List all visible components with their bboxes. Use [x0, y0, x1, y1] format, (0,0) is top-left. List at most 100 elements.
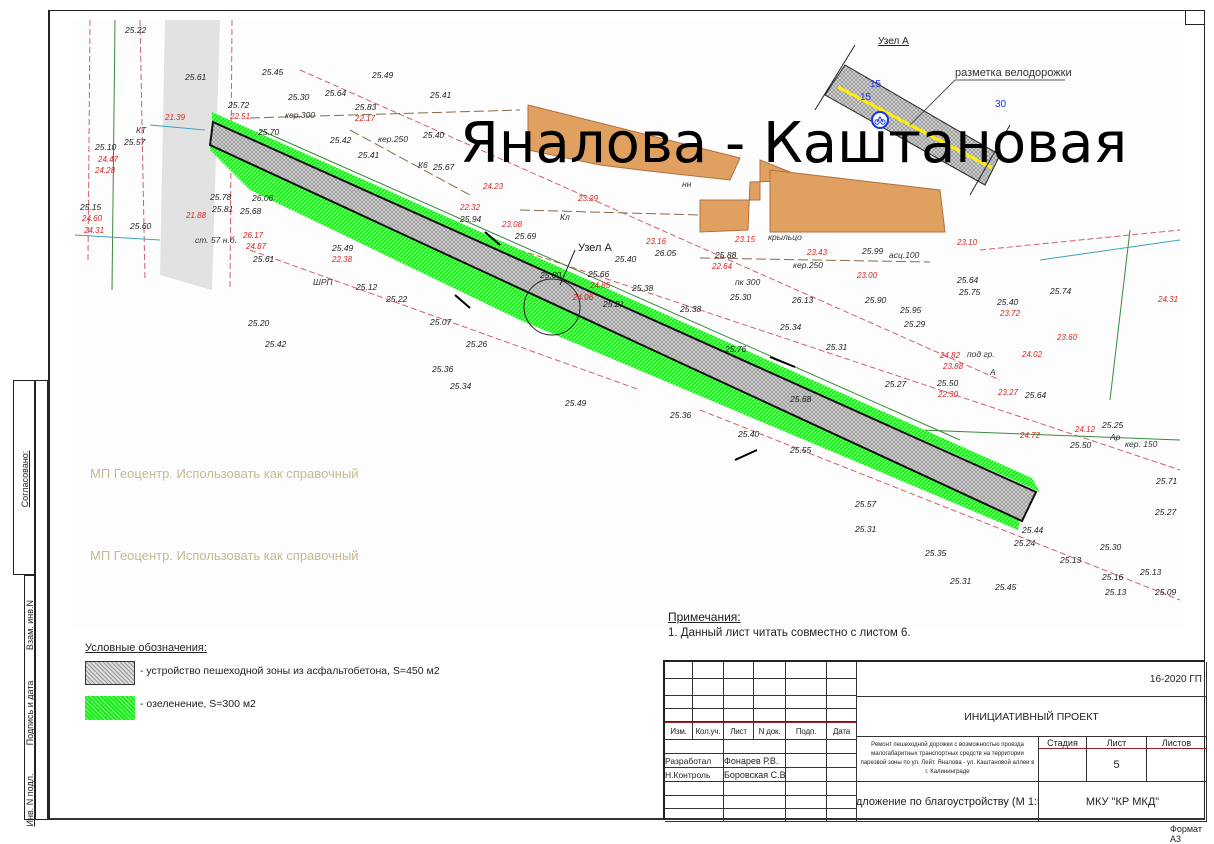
elevation-label: 25.60	[129, 221, 152, 231]
signature-cell	[724, 782, 786, 796]
revision-cell	[827, 662, 857, 679]
signature-cell	[724, 796, 786, 809]
overlay-title: Яналова - Каштановая	[460, 111, 1128, 176]
signature-cell	[665, 782, 724, 796]
elevation-label: 25.31	[825, 342, 848, 352]
elevation-label: 25.50	[936, 378, 959, 388]
node-a-marker	[523, 278, 581, 336]
name-norm-control: Боровская С.В.	[724, 768, 786, 782]
signature-cell	[665, 796, 724, 809]
elevation-label: 26.06	[251, 193, 274, 203]
design-elevation-label: 23.29	[577, 194, 599, 203]
revision-cell	[827, 709, 857, 722]
elevation-label: 25.16	[1101, 572, 1124, 582]
drawing-frame	[48, 10, 1205, 820]
design-elevation-label: 23.72	[999, 309, 1021, 318]
design-elevation-label: 24.28	[94, 166, 116, 175]
elevation-label: 25.68	[239, 206, 262, 216]
design-elevation-label: 24.06	[572, 293, 594, 302]
sheet-header: Лист	[1087, 737, 1147, 749]
role-developer: Разработал	[665, 754, 724, 768]
frame-corner-box	[1185, 10, 1205, 25]
elevation-label: 25.31	[949, 576, 972, 586]
elevation-label: 25.83	[354, 102, 377, 112]
elevation-label: 25.20	[247, 318, 270, 328]
elevation-label: 25.36	[669, 410, 692, 420]
elevation-label: 25.64	[1024, 390, 1047, 400]
elevation-label: 25.45	[261, 67, 284, 77]
organization: МКУ "КР МКД"	[1039, 782, 1207, 822]
elevation-label: 25.95	[899, 305, 922, 315]
map-code-label: кер.250	[378, 134, 408, 144]
signature-cell	[827, 782, 857, 796]
elevation-label: 25.42	[264, 339, 287, 349]
design-elevation-label: 24.72	[1019, 431, 1041, 440]
map-code-label: К6	[418, 160, 428, 170]
revision-cell	[724, 696, 754, 709]
elevation-label: 25.38	[631, 283, 654, 293]
side-strip-column	[35, 380, 48, 820]
curb-lines	[249, 109, 931, 263]
elevation-label: 25.74	[1049, 286, 1072, 296]
elevation-label: 25.09	[1154, 587, 1177, 597]
signature-cell	[786, 768, 827, 782]
elevation-label: 25.61	[184, 72, 207, 82]
name-developer: Фонарев Р.В.	[724, 754, 786, 768]
elevation-label: 25.57	[854, 499, 877, 509]
revision-cell	[693, 679, 724, 696]
water-lines	[74, 124, 1181, 261]
detail-title: Узел А	[878, 36, 909, 47]
side-label-inv-no: Инв. N подл.	[25, 773, 35, 827]
revision-cell	[754, 696, 786, 709]
design-elevation-label: 26.17	[242, 231, 264, 240]
elevation-label: 25.67	[432, 162, 455, 172]
elevation-label: 25.30	[729, 292, 752, 302]
signature-cell	[724, 740, 786, 754]
design-elevation-label: 24.87	[245, 242, 267, 251]
design-elevation-label: 24.23	[482, 182, 504, 191]
map-code-label: А	[989, 367, 996, 377]
design-elevation-label: 23.00	[856, 271, 878, 280]
elevation-label: 25.57	[123, 137, 146, 147]
drawing-code: 16-2020 ГП	[857, 662, 1207, 697]
map-code-label: асц.100	[889, 250, 920, 260]
design-elevation-label: 22.17	[354, 114, 376, 123]
map-code-label: Кл	[560, 212, 570, 222]
elevation-label: 25.13	[1139, 567, 1162, 577]
elevation-label: 25.29	[903, 319, 926, 329]
revision-cell	[754, 679, 786, 696]
bicycle-sign-icon	[871, 111, 889, 129]
elevation-label: 25.36	[431, 364, 454, 374]
header-qty: Кол.уч.	[693, 722, 724, 740]
detail-dim: 30	[995, 99, 1007, 110]
signature-cell	[665, 809, 724, 822]
role-norm-control: Н.Контроль	[665, 768, 724, 782]
elevation-label: 25.34	[779, 322, 802, 332]
elevation-label: 25.31	[854, 524, 877, 534]
elevation-label: 25.81	[211, 204, 234, 214]
elevation-label: 25.99	[861, 246, 884, 256]
design-elevation-label: 24.60	[81, 214, 103, 223]
greening-strip-north	[212, 112, 1040, 492]
elevation-label: 25.27	[884, 379, 907, 389]
project-description: Ремонт пешеходной дорожки с возможностью…	[857, 737, 1039, 782]
elevation-label: 25.72	[227, 100, 250, 110]
note-item: 1. Данный лист читать совместно с листом…	[668, 627, 911, 639]
header-date: Дата	[827, 722, 857, 740]
revision-cell	[724, 679, 754, 696]
map-code-label: Ар	[1109, 432, 1121, 442]
elevation-label: 25.50	[1069, 440, 1092, 450]
elevation-label: 25.38	[679, 304, 702, 314]
design-elevation-label: 23.27	[997, 388, 1019, 397]
elevation-label: 25.26	[465, 339, 488, 349]
design-elevation-label: 22.30	[937, 390, 959, 399]
design-elevation-label: 24.47	[97, 155, 119, 164]
map-code-label: кер. 150	[1125, 439, 1158, 449]
elevation-label: 25.94	[459, 214, 482, 224]
elevation-label: 25.78	[209, 192, 232, 202]
design-elevation-label: 24.85	[589, 281, 611, 290]
map-code-label: кер.250	[793, 260, 823, 270]
elevation-label: 25.10	[94, 142, 117, 152]
elevation-label: 25.88	[714, 250, 737, 260]
design-elevation-label: 23.60	[1056, 333, 1078, 342]
